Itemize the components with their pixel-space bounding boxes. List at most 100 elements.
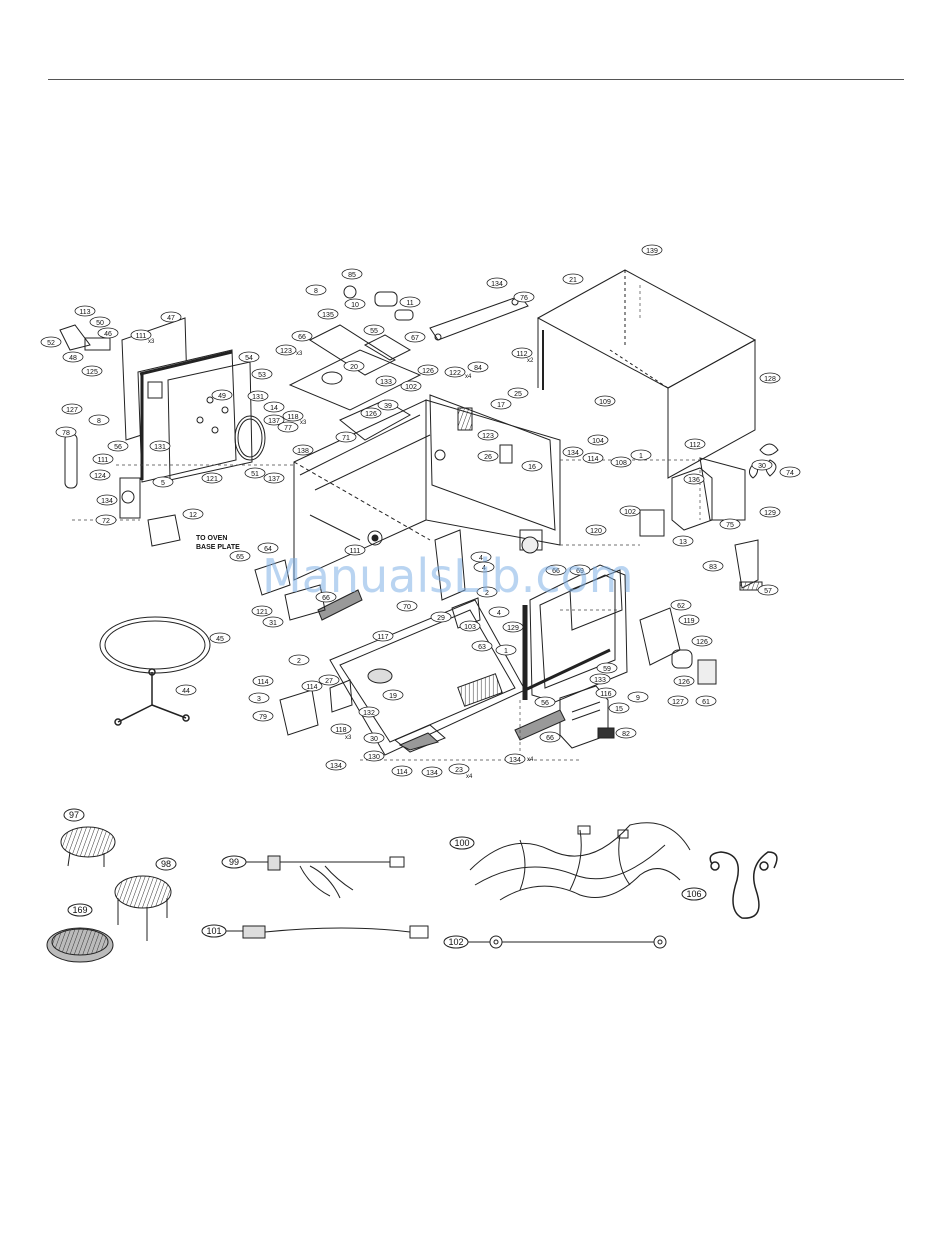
callout-123b: 123 — [482, 433, 494, 440]
callout-133b: 133 — [594, 677, 606, 684]
callout-51: 51 — [251, 471, 259, 478]
callout-30: 30 — [758, 463, 766, 470]
callout-27: 27 — [325, 678, 333, 685]
callout-mult-x3-b: x3 — [148, 339, 155, 345]
callout-23: 23 — [455, 767, 463, 774]
callout-62: 62 — [677, 603, 685, 610]
callout-57: 57 — [764, 588, 772, 595]
callout-130: 130 — [368, 754, 380, 761]
callout-131b: 131 — [154, 444, 166, 451]
callout-136: 136 — [688, 477, 700, 484]
callout-52: 52 — [47, 340, 55, 347]
callout-112: 112 — [516, 351, 527, 358]
callout-10: 10 — [351, 302, 359, 309]
callout-66d: 66 — [546, 735, 554, 742]
turntable-support — [114, 668, 190, 726]
door-switches — [59, 324, 717, 685]
note-to-oven: TO OVEN — [196, 535, 227, 542]
callout-79: 79 — [259, 714, 267, 721]
callout-134d: 134 — [330, 763, 342, 770]
control-panel — [429, 394, 556, 554]
callout-mult-x3-c: x3 — [300, 420, 307, 426]
callout-3: 3 — [257, 696, 261, 703]
callout-50: 50 — [96, 320, 104, 327]
callout-2b: 2 — [297, 658, 301, 665]
callout-31: 31 — [269, 620, 277, 627]
callout-111: 111 — [136, 333, 147, 340]
callout-26: 26 — [484, 454, 492, 461]
callout-133: 133 — [380, 379, 392, 386]
callout-16: 16 — [528, 464, 536, 471]
callout-102: 102 — [405, 384, 417, 391]
callout-126b: 126 — [365, 411, 377, 418]
callout-128: 128 — [764, 376, 776, 383]
callout-mult-x2: x2 — [527, 358, 534, 364]
callout-4b: 4 — [482, 565, 486, 572]
callout-45: 45 — [216, 636, 224, 643]
callout-21: 21 — [569, 277, 577, 284]
callout-97: 97 — [69, 810, 79, 820]
callout-126c: 126 — [696, 639, 708, 646]
callout-15: 15 — [615, 706, 623, 713]
callout-137b: 137 — [268, 476, 280, 483]
callout-134c: 134 — [101, 498, 113, 505]
callout-4c: 4 — [497, 610, 501, 617]
callout-129b: 129 — [507, 625, 519, 632]
callout-137: 137 — [268, 418, 280, 425]
callout-11: 11 — [406, 300, 413, 307]
callout-2: 2 — [485, 590, 489, 597]
callout-116: 116 — [600, 691, 611, 698]
callout-131: 131 — [252, 394, 264, 401]
callout-114: 114 — [587, 456, 598, 463]
callout-127b: 127 — [672, 699, 684, 706]
callout-71: 71 — [342, 435, 350, 442]
callout-99: 99 — [229, 857, 239, 867]
callout-66c: 66 — [322, 595, 330, 602]
callout-134e: 134 — [426, 770, 438, 777]
callout-114c: 114 — [306, 684, 317, 691]
callout-127: 127 — [66, 407, 78, 414]
callout-132: 132 — [363, 710, 375, 717]
callout-124: 124 — [94, 473, 106, 480]
callout-75: 75 — [726, 522, 734, 529]
callout-134f: 134 — [509, 757, 521, 764]
callout-134b: 134 — [567, 450, 579, 457]
callout-5: 5 — [161, 480, 165, 487]
callout-56b: 56 — [541, 700, 549, 707]
callout-14: 14 — [270, 405, 278, 412]
callout-129: 129 — [764, 510, 776, 517]
callout-67: 67 — [411, 335, 419, 342]
callout-169: 169 — [72, 905, 87, 915]
callout-8: 8 — [314, 288, 318, 295]
callout-134: 134 — [491, 281, 503, 288]
callout-63: 63 — [478, 644, 486, 651]
callout-1b: 1 — [504, 648, 508, 655]
callout-12: 12 — [189, 512, 197, 519]
small-brackets — [254, 529, 481, 736]
harness-100 — [449, 822, 691, 901]
callout-98: 98 — [161, 859, 171, 869]
callout-29: 29 — [437, 615, 445, 622]
note-base-plate: BASE PLATE — [196, 544, 240, 551]
callout-114b: 114 — [257, 679, 268, 686]
callout-53: 53 — [258, 372, 266, 379]
callout-78: 78 — [62, 430, 70, 437]
callout-70: 70 — [403, 604, 411, 611]
callout-83: 83 — [709, 564, 717, 571]
callout-56: 56 — [114, 444, 122, 451]
callout-59: 59 — [603, 666, 611, 673]
callout-104: 104 — [592, 438, 604, 445]
callout-101: 101 — [206, 926, 221, 936]
callout-74: 74 — [786, 470, 794, 477]
callout-111b: 111 — [98, 457, 109, 464]
callout-8b: 8 — [97, 418, 101, 425]
rack-97 — [60, 808, 116, 867]
callout-55: 55 — [370, 328, 378, 335]
left-side-panels — [121, 317, 253, 483]
callout-118b: 118 — [335, 727, 346, 734]
callout-82: 82 — [622, 731, 630, 738]
callout-mult-x3: x3 — [296, 351, 303, 357]
callout-64: 64 — [264, 546, 272, 553]
stirrer-ring — [234, 415, 266, 461]
callout-4: 4 — [479, 555, 483, 562]
